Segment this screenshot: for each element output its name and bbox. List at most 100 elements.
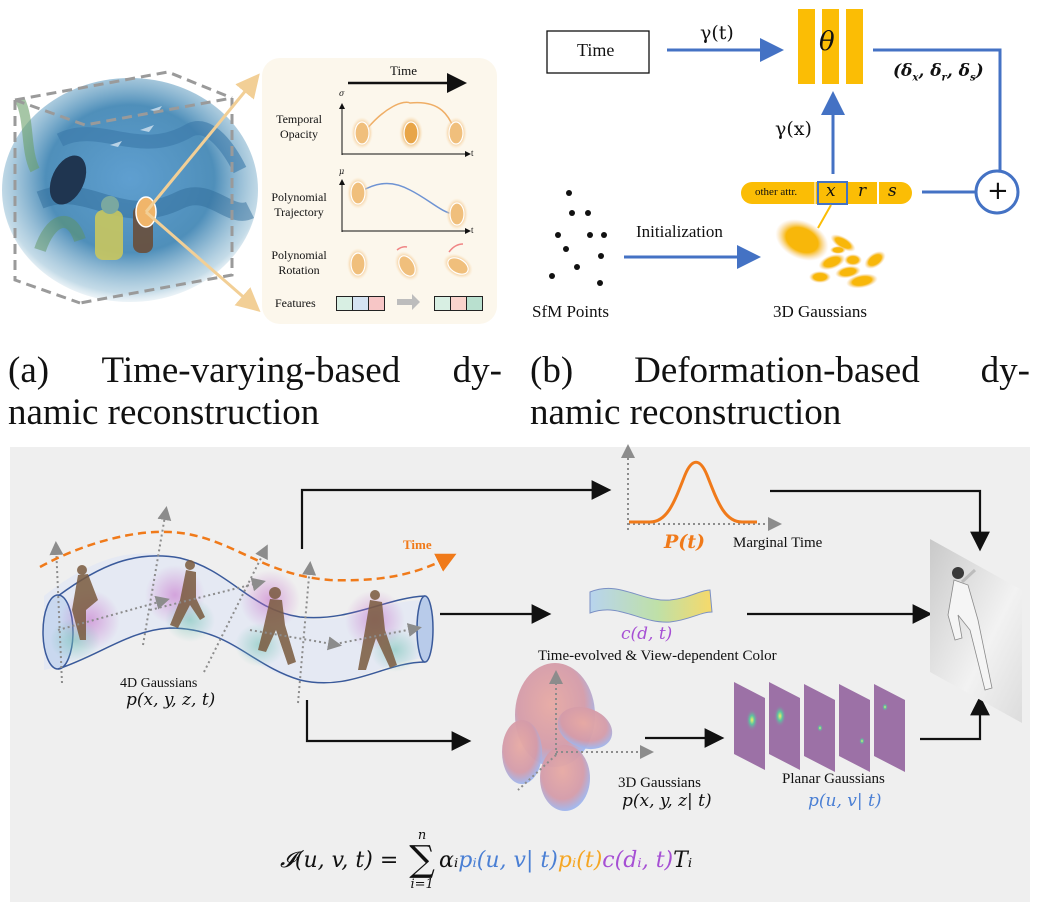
equation-alpha: αᵢ xyxy=(438,847,459,873)
other-attr-label: other attr. xyxy=(755,186,798,198)
time-box xyxy=(546,30,650,74)
caption-a-line2: namic reconstruction xyxy=(8,392,320,433)
gaussian-blobs xyxy=(775,219,886,289)
inset-box xyxy=(262,58,497,324)
delta-part: r xyxy=(941,72,947,84)
attr-s-label: s xyxy=(888,181,897,201)
inset-time-label: Time xyxy=(390,63,417,78)
tube-axes xyxy=(49,506,422,704)
delta-part: δ xyxy=(930,61,942,81)
marginal-time-label: Marginal Time xyxy=(733,535,823,551)
opacity-plot xyxy=(339,101,471,157)
plus-icon: + xyxy=(987,176,1009,206)
features-after xyxy=(434,296,483,311)
planar-gaussians-label: Planar Gaussians xyxy=(782,771,885,787)
label-line: Trajectory xyxy=(274,205,324,219)
attr-x-label: x xyxy=(826,181,836,201)
zoom-line-top xyxy=(144,73,260,213)
rotation-ellipses xyxy=(347,243,473,281)
plane xyxy=(839,684,870,772)
color-tube xyxy=(589,587,713,623)
initialization-label: Initialization xyxy=(636,222,723,241)
delta-output-label: (δx, δr, δs) xyxy=(893,61,984,83)
arrow-to-marginal xyxy=(300,480,612,549)
theta-network xyxy=(798,9,863,84)
feature-cell xyxy=(451,297,467,310)
trajectory-plot xyxy=(339,177,471,234)
delta-part: ( xyxy=(893,61,902,81)
sfm-points-label: SfM Points xyxy=(532,302,609,321)
equation-color-term: c(dᵢ, t) xyxy=(602,847,674,873)
delta-part: , xyxy=(946,61,959,81)
arrow-to-3d xyxy=(305,700,472,751)
delta-part: δ xyxy=(901,61,913,81)
time-label: Time xyxy=(403,537,432,552)
3d-gaussians-c-label: 3D Gaussians xyxy=(618,775,701,791)
panel-b-graphic xyxy=(546,9,1020,289)
4d-gaussians-label: 4D Gaussians xyxy=(120,676,198,691)
caption-word: (a) xyxy=(8,350,50,391)
delta-part: s xyxy=(970,72,976,84)
render-equation: 𝓘(u, v, t) = n ∑ i=1 αᵢ pᵢ(u, v| t) pᵢ(t… xyxy=(280,820,692,900)
features-label: Features xyxy=(275,296,316,310)
delta-line xyxy=(873,48,1002,170)
polynomial-rotation-label: Polynomial Rotation xyxy=(264,248,334,278)
plane xyxy=(734,682,765,770)
feature-cell xyxy=(337,297,353,310)
caption-word: dy- xyxy=(980,350,1030,391)
plane xyxy=(804,684,835,772)
delta-part: , xyxy=(918,61,931,81)
equation-planar-term: pᵢ(u, v| t) xyxy=(458,847,558,873)
feature-cell xyxy=(369,297,384,310)
arrow-marginal-to-render xyxy=(770,489,990,552)
planar-gaussians-formula: p(u, v| t) xyxy=(808,791,882,811)
label-line: Polynomial xyxy=(271,248,327,262)
attr-x-cell xyxy=(817,181,848,205)
4d-gaussian-tube xyxy=(42,553,434,684)
3d-gaussians-label: 3D Gaussians xyxy=(773,302,867,321)
label-line: Temporal xyxy=(276,112,322,126)
color-formula: c(d, t) xyxy=(621,624,673,644)
rendered-image-plane xyxy=(930,539,1022,723)
caption-a-line1: (a) Time-varying-based dy- xyxy=(8,350,502,392)
caption-b-line2: namic reconstruction xyxy=(530,392,842,433)
caption-b: (b) Deformation-based dy- namic reconstr… xyxy=(530,350,1030,434)
caption-word: (b) xyxy=(530,350,574,391)
zoom-line-bottom xyxy=(145,210,261,312)
time-box-label[interactable]: Time xyxy=(577,40,615,60)
sigma-axis-label: σ xyxy=(339,89,345,98)
planar-gaussian-planes xyxy=(734,682,905,772)
mu-axis-label: μ xyxy=(339,167,345,176)
sum-lower-limit: i=1 xyxy=(410,877,434,892)
features-before xyxy=(336,296,385,311)
3d-gaussian-ellipsoids xyxy=(502,663,654,811)
equation-transmittance: Tᵢ xyxy=(673,847,693,873)
features-arrow-icon xyxy=(397,294,420,310)
3d-gaussians-c-formula: p(x, y, z| t) xyxy=(622,791,712,811)
caption-b-line1: (b) Deformation-based dy- xyxy=(530,350,1030,392)
panel-a-graphic xyxy=(2,58,497,324)
summation: n ∑ i=1 xyxy=(409,829,435,891)
t-axis-label: t xyxy=(471,225,474,235)
sum-symbol: ∑ xyxy=(409,839,435,880)
sfm-points xyxy=(549,190,607,286)
label-line: Polynomial xyxy=(271,190,327,204)
sum-upper-limit: n xyxy=(417,828,427,843)
attr-connector xyxy=(817,204,832,229)
attr-r-label: r xyxy=(858,181,867,201)
equation-lhs: 𝓘(u, v, t) = xyxy=(280,847,406,873)
equation-time-term: pᵢ(t) xyxy=(557,847,603,873)
gamma-x-label: γ(x) xyxy=(775,118,812,140)
color-label: Time-evolved & View-dependent Color xyxy=(538,648,777,664)
feature-cell xyxy=(353,297,369,310)
plane xyxy=(874,684,905,772)
delta-part: ) xyxy=(975,61,984,81)
t-axis-label: t xyxy=(471,148,474,158)
label-line: Opacity xyxy=(280,127,318,141)
feature-cell xyxy=(467,297,482,310)
caption-a: (a) Time-varying-based dy- namic reconst… xyxy=(8,350,502,434)
caption-word: dy- xyxy=(452,350,502,391)
dashed-cube xyxy=(13,70,234,305)
caption-word: Time-varying-based xyxy=(101,350,401,391)
